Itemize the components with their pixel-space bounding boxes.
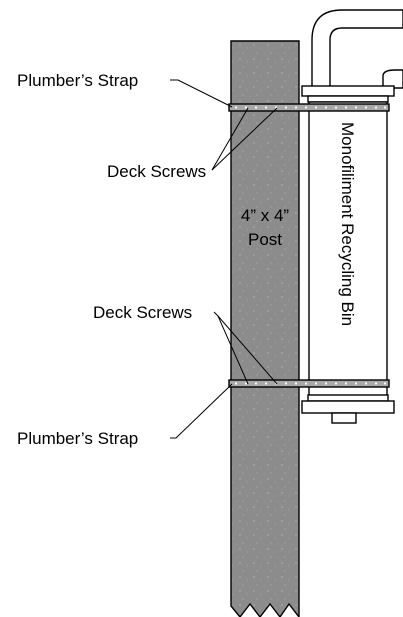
leader-strap-bottom [170, 383, 233, 439]
label-plumbers-strap-top: Plumber’s Strap [17, 71, 138, 90]
strap-bottom-holes [234, 382, 387, 385]
label-post-line-2: Post [248, 230, 282, 249]
label-recycling-bin: Monofiliment Recycling Bin [338, 122, 357, 326]
bin-top-collar [307, 95, 389, 103]
strap-top-holes [234, 106, 387, 109]
label-deck-screws-top: Deck Screws [107, 162, 206, 181]
label-post-line-1: 4” x 4” [241, 206, 290, 225]
bin-outlet [331, 412, 357, 424]
post-body [230, 40, 300, 617]
wooden-post [230, 40, 300, 617]
leader-screws-top-a [211, 107, 249, 171]
leader-lines [170, 79, 278, 439]
leader-screws-bottom-b [217, 315, 278, 385]
leader-screws-top-b [211, 107, 278, 171]
bin-bottom-cap [301, 400, 395, 414]
plumbers-strap-bottom [228, 379, 390, 388]
recycling-bin [301, 9, 403, 424]
leader-strap-top [170, 79, 233, 108]
label-plumbers-strap-bottom: Plumber’s Strap [17, 429, 138, 448]
label-deck-screws-bottom: Deck Screws [93, 303, 192, 322]
bin-intake-pipe [311, 9, 403, 89]
bin-intake-pipe-right [382, 69, 403, 89]
plumbers-strap-top [228, 103, 390, 112]
bin-top-cap [301, 85, 395, 97]
bin-bottom-collar [307, 394, 389, 402]
